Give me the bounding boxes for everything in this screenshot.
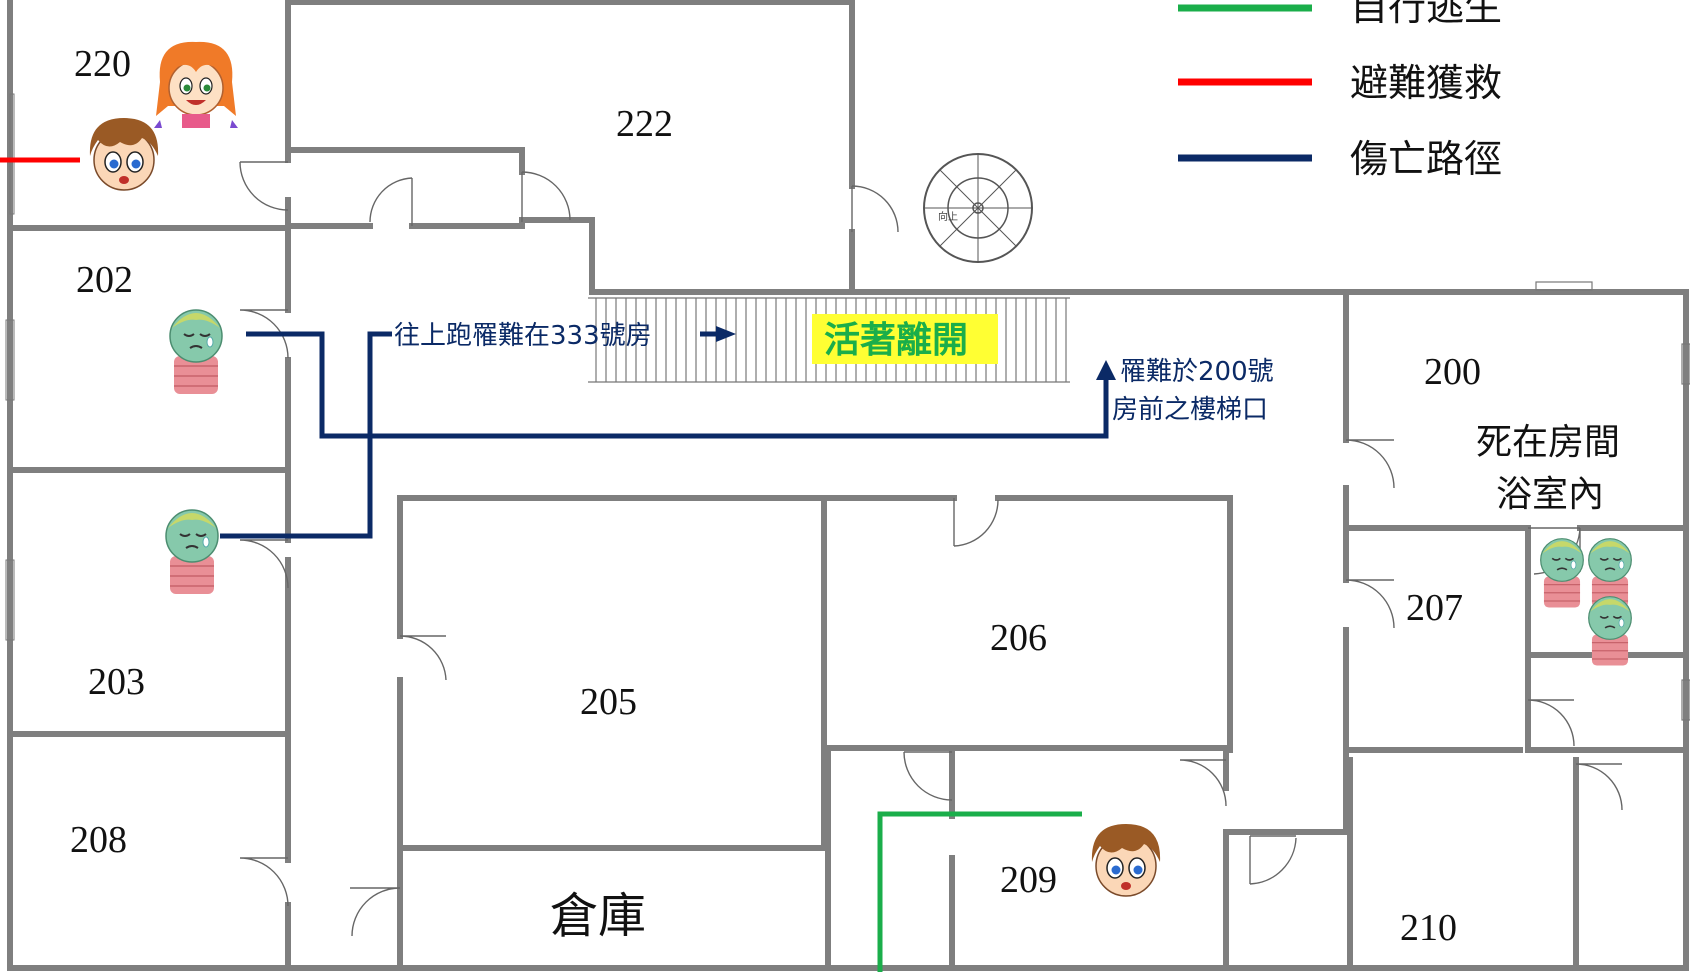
sick-person-icon	[165, 509, 219, 595]
sick-person-icon	[169, 309, 223, 395]
room-208-label: 208	[70, 819, 127, 861]
died-at-stairs-line1: 罹難於200號	[1120, 357, 1274, 387]
legend: 自行逃生 避難獲救 傷亡路徑	[1178, 0, 1502, 181]
casualty-route-202	[246, 331, 1109, 439]
doors	[5, 93, 1690, 937]
walls	[7, 0, 1689, 971]
casualty-route-203	[220, 331, 392, 539]
room-207-label: 207	[1406, 587, 1463, 629]
legend-label-self-escape: 自行逃生	[1350, 0, 1502, 29]
boy-face-icon	[89, 117, 159, 191]
died-in-bathroom-line2: 浴室內	[1496, 474, 1604, 515]
exit-label: 活著離開	[824, 320, 968, 361]
died-at-stairs-line2: 房前之樓梯口	[1112, 395, 1268, 425]
room-220-label: 220	[74, 43, 131, 85]
room-205-label: 205	[580, 681, 637, 723]
arrow-right-icon	[716, 326, 736, 342]
routes	[0, 157, 1116, 972]
legend-label-rescued: 避難獲救	[1350, 61, 1502, 105]
annotations: 往上跑罹難在333號房 活著離開 罹難於200號 房前之樓梯口 死在房間 浴室內	[394, 314, 1620, 515]
room-210-label: 210	[1400, 907, 1457, 949]
room-222-label: 222	[616, 103, 673, 145]
storage-label: 倉庫	[550, 888, 646, 944]
arrow-up-icon	[1096, 360, 1116, 380]
room-200-label: 200	[1424, 351, 1481, 393]
died-in-bathroom-line1: 死在房間	[1476, 422, 1620, 463]
room-203-label: 203	[88, 661, 145, 703]
exit-highlight	[812, 314, 998, 364]
sick-person-icon	[1539, 537, 1585, 609]
self-escape-route	[877, 811, 1082, 972]
upstairs-annotation: 往上跑罹難在333號房	[394, 321, 652, 351]
room-202-label: 202	[76, 259, 133, 301]
legend-label-casualty: 傷亡路徑	[1350, 137, 1502, 181]
girl-face-icon	[153, 41, 239, 129]
boy-face-icon	[1091, 823, 1161, 897]
room-labels: 220 222 202 203 208 205 206 200 207 209 …	[70, 43, 1481, 949]
room-206-label: 206	[990, 617, 1047, 659]
sick-person-icon	[1587, 595, 1633, 667]
stair-up-label: 向上	[938, 210, 958, 223]
spiral-staircase: 向上	[923, 153, 1033, 263]
room-209-label: 209	[1000, 859, 1057, 901]
